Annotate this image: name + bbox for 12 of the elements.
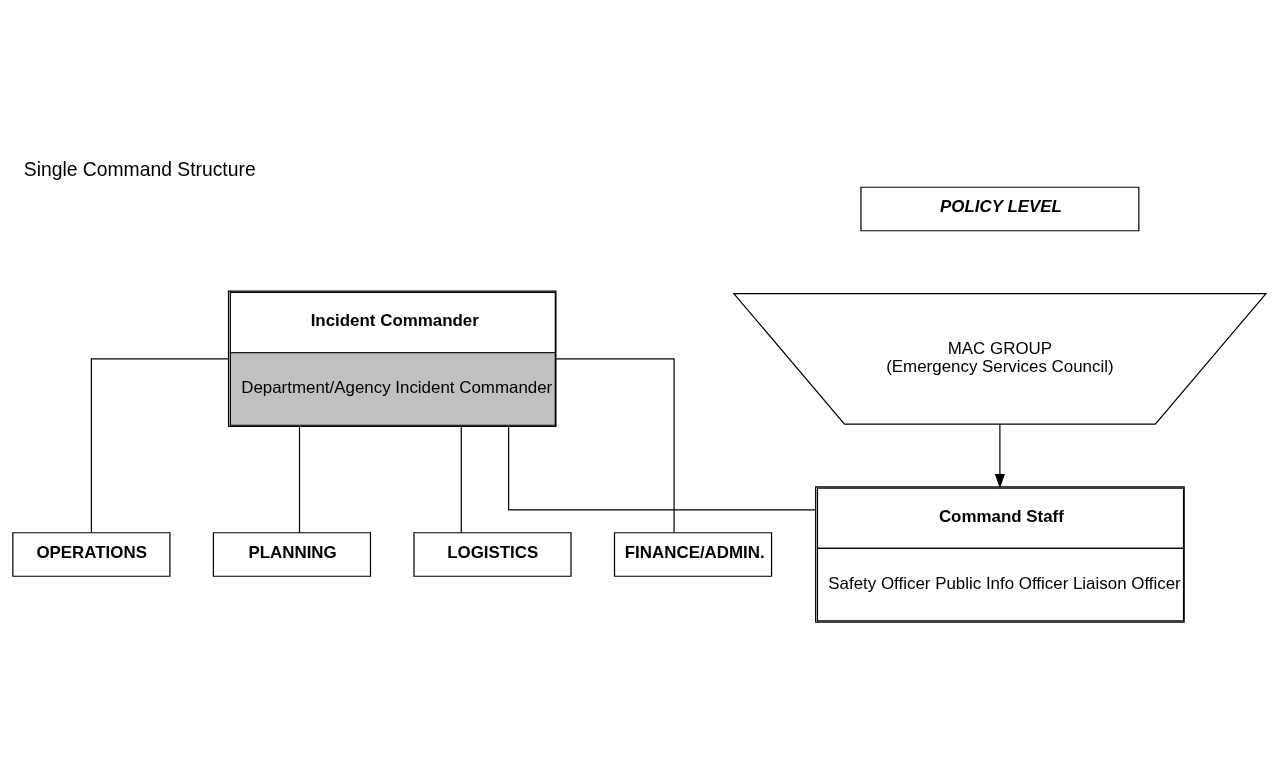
node-box: LOGISTICS xyxy=(413,532,572,577)
node-box: PLANNING xyxy=(212,532,372,577)
connector xyxy=(508,426,817,511)
node-box: FINANCE/ADMIN. xyxy=(613,532,773,577)
node-box: POLICY LEVEL xyxy=(860,186,1140,232)
connector xyxy=(298,426,301,534)
node-box: OPERATIONS xyxy=(12,532,171,577)
arrow xyxy=(994,423,1005,489)
connector xyxy=(90,358,229,534)
connector xyxy=(555,358,675,534)
connector xyxy=(460,426,462,534)
diagram-title: Single Command Structure xyxy=(23,159,256,181)
